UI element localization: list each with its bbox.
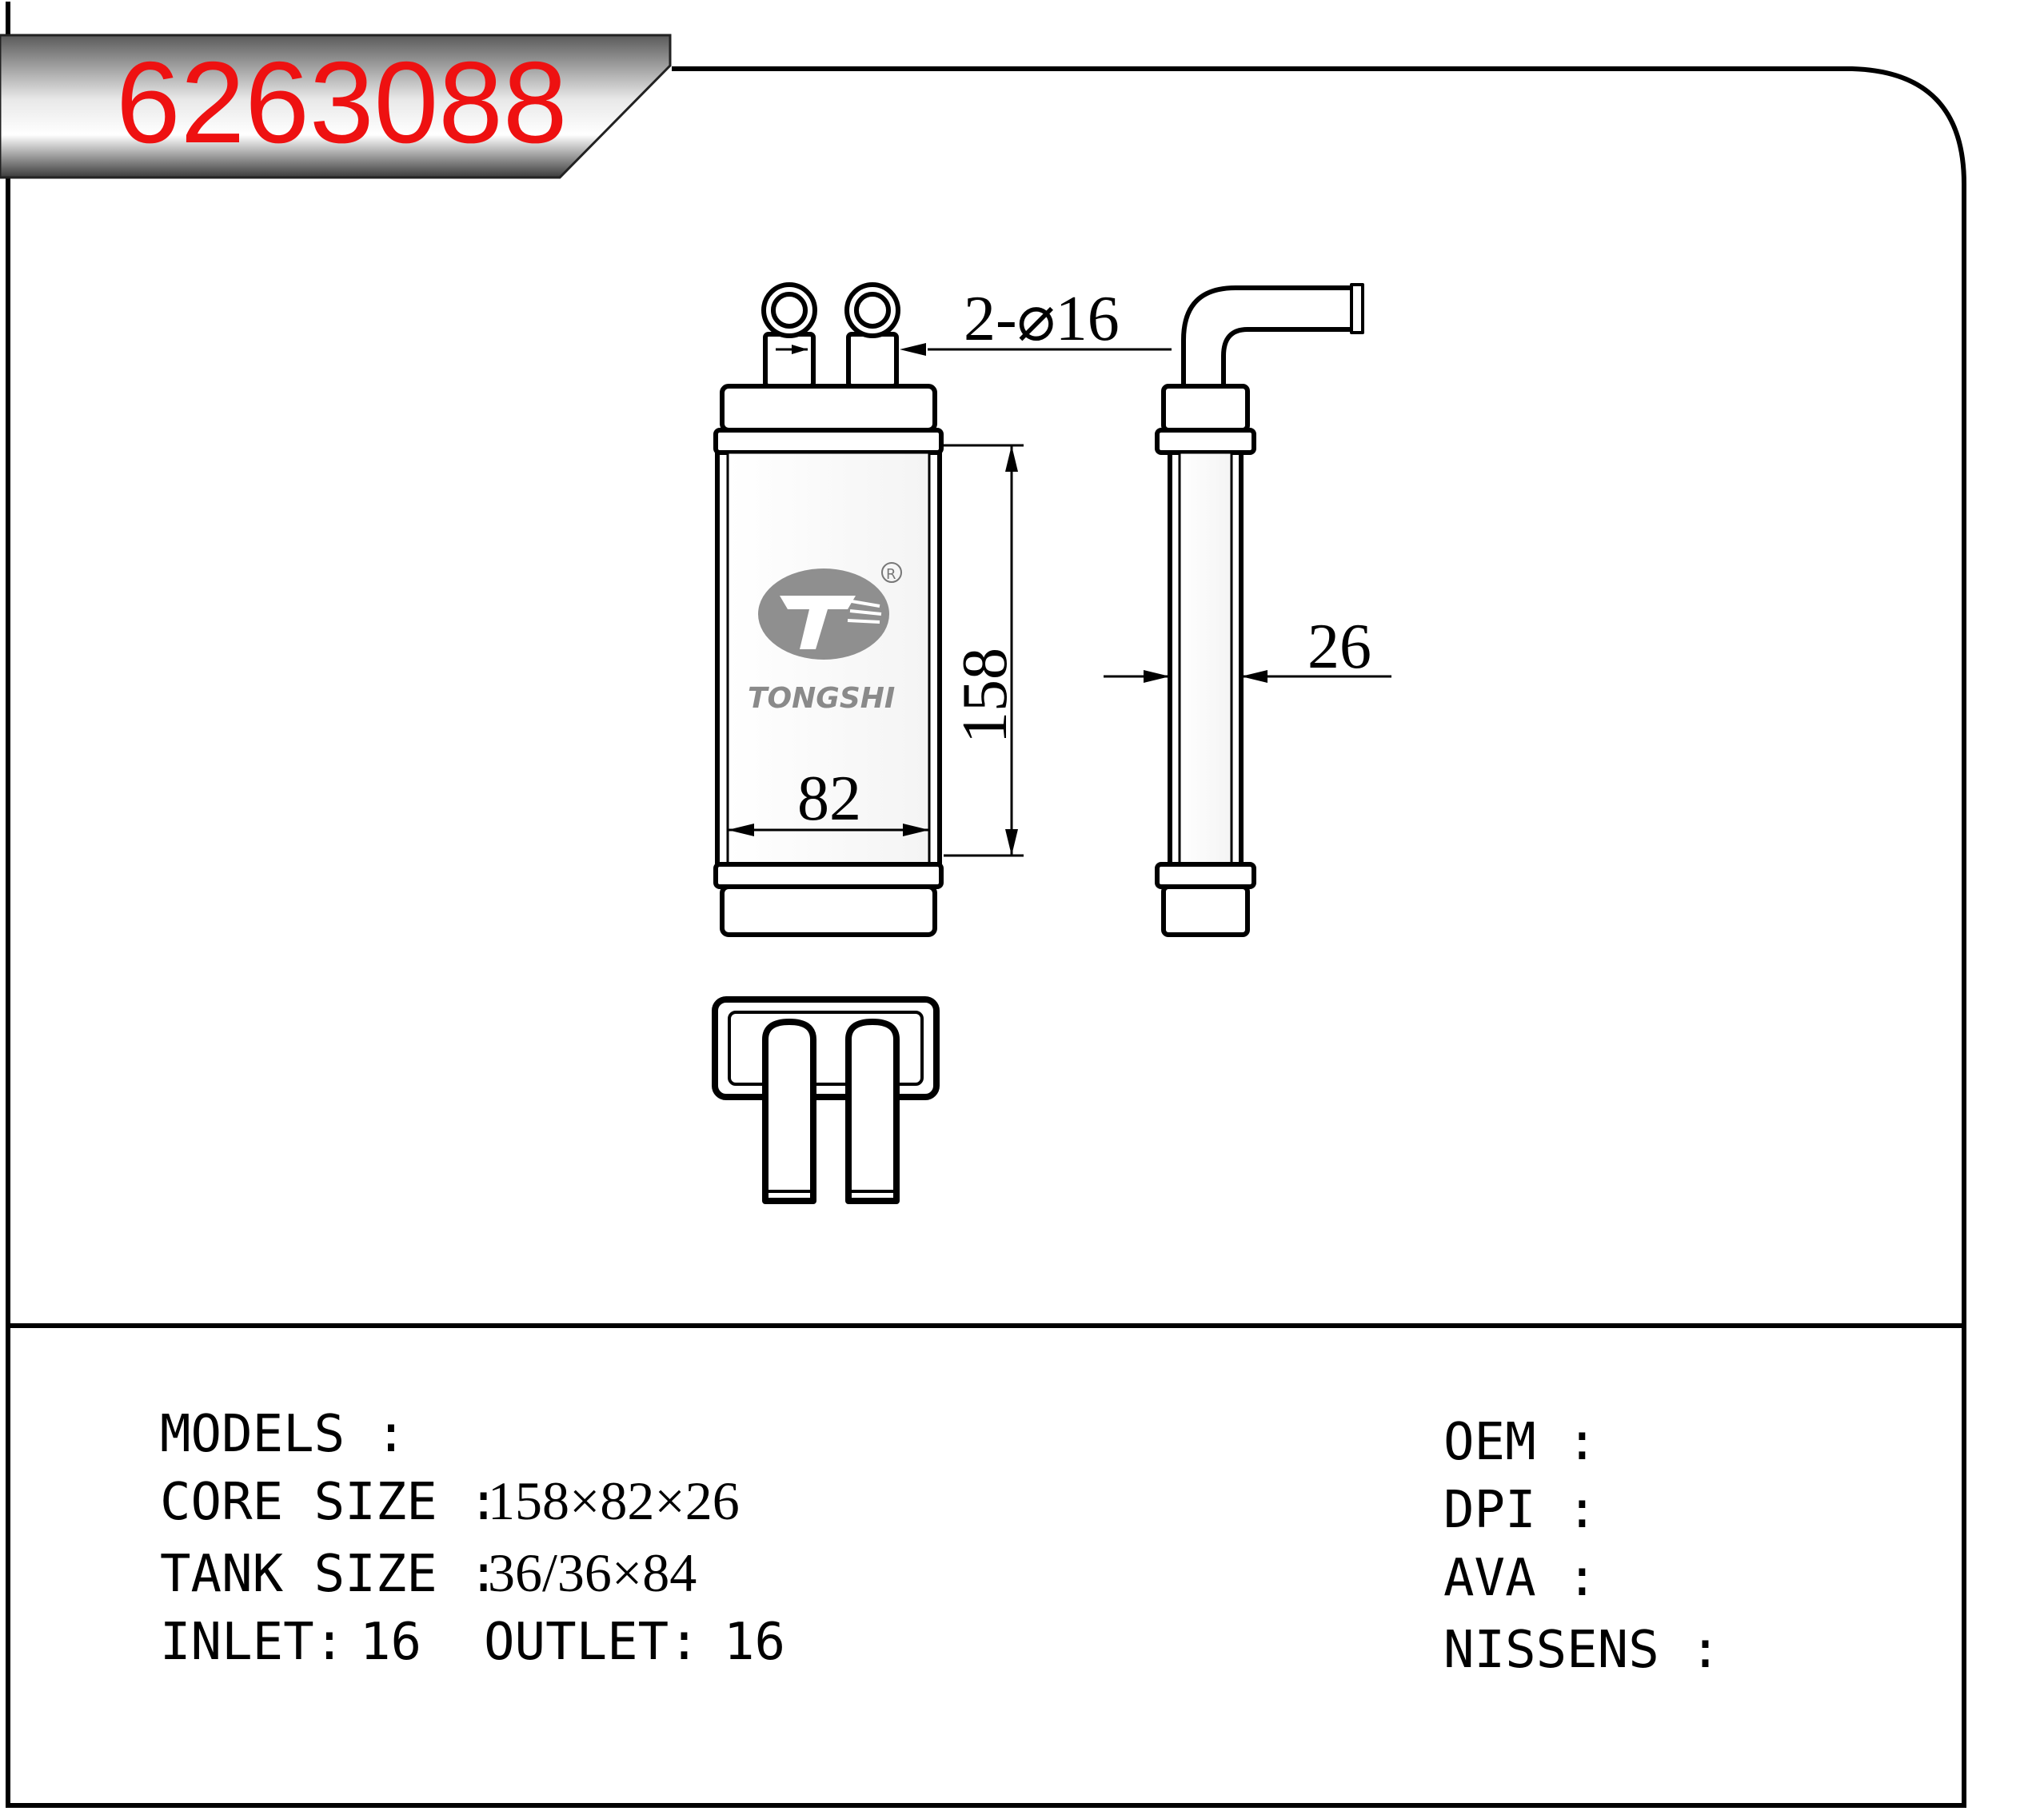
side-view <box>1155 283 1364 937</box>
core-size-value: 158×82×26 <box>488 1470 740 1531</box>
dpi-label: DPI : <box>1443 1481 1598 1540</box>
dim-height: 158 <box>950 648 1020 744</box>
core-size-label: CORE SIZE : <box>160 1473 499 1532</box>
top-view-tank <box>712 996 940 1100</box>
outlet-label: OUTLET: <box>484 1613 700 1672</box>
ava-label: AVA : <box>1443 1549 1598 1608</box>
dim-tube-diameter: 2-⌀16 <box>964 284 1120 354</box>
dim-depth: 26 <box>1307 612 1371 682</box>
nissens-label: NISSENS : <box>1443 1621 1721 1680</box>
tank-size-label: TANK SIZE : <box>160 1545 499 1604</box>
top-tank <box>720 384 937 433</box>
reference-block: OEM : DPI : AVA : NISSENS : <box>1443 1413 1721 1680</box>
bottom-tank <box>720 884 937 937</box>
registered-mark-icon <box>881 562 902 583</box>
front-view <box>713 282 944 937</box>
top-view <box>712 996 940 1204</box>
logo-text: TONGSHI <box>748 682 895 715</box>
registered-mark: R <box>886 566 896 583</box>
front-view-dimensions <box>728 343 1172 857</box>
top-tank-flange <box>713 428 944 455</box>
inlet-value: 16 <box>360 1613 421 1672</box>
outlet-pipe <box>846 332 899 389</box>
side-pipe <box>1181 285 1362 386</box>
models-label: MODELS : <box>160 1405 406 1464</box>
oem-label: OEM : <box>1443 1413 1598 1472</box>
part-number-banner: 6263088 <box>0 34 672 179</box>
part-number: 6263088 <box>116 38 568 167</box>
tank-size-value: 36/36×84 <box>488 1542 697 1603</box>
inlet-label: INLET: <box>160 1613 345 1672</box>
inlet-pipe <box>763 332 816 389</box>
dim-width: 82 <box>797 764 861 834</box>
spec-block: MODELS : CORE SIZE : 158×82×26 TANK SIZE… <box>160 1405 785 1672</box>
top-view-pipe-right <box>845 1019 900 1204</box>
top-view-pipe-left <box>762 1019 816 1204</box>
side-view-dimensions <box>1104 670 1391 683</box>
side-bottom-tank <box>1161 884 1250 937</box>
outlet-value: 16 <box>724 1613 785 1672</box>
side-top-tank <box>1161 384 1250 433</box>
outer-frame <box>6 2 1966 1808</box>
tongshi-logo: R TONGSHI <box>748 562 902 715</box>
bottom-tank-flange <box>713 862 944 889</box>
